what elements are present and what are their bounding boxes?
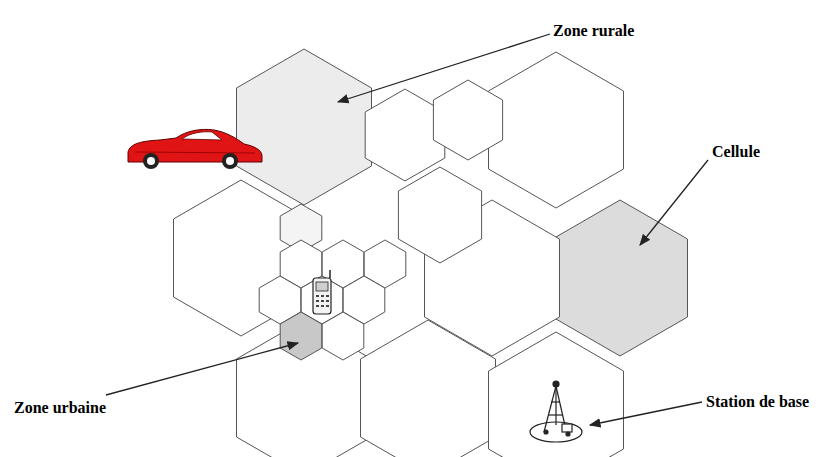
leader-arrow <box>106 343 298 395</box>
cell-hexagon <box>489 52 624 208</box>
cell-hexagon <box>398 167 481 263</box>
cell-hexagon <box>237 49 372 205</box>
base-station-icon <box>530 381 582 442</box>
zone-label: Station de base <box>706 393 809 411</box>
hexagon-cells <box>174 49 688 457</box>
leader-arrows <box>106 34 708 425</box>
cell-hexagon <box>322 312 364 360</box>
zone-label: Cellule <box>712 143 760 161</box>
cell-hexagon <box>489 332 624 457</box>
cell-hexagon <box>553 200 688 356</box>
cell-hexagon <box>280 312 322 360</box>
cell-hexagon <box>365 89 445 181</box>
zone-label: Zone rurale <box>553 22 634 40</box>
leader-arrow <box>590 402 702 425</box>
cell-hexagon <box>433 80 502 160</box>
leader-arrow <box>338 34 550 102</box>
phone-icon <box>313 270 331 314</box>
zone-label: Zone urbaine <box>14 399 106 417</box>
car-illustration <box>128 129 262 169</box>
leader-arrow <box>640 160 708 245</box>
cell-hexagon <box>361 320 496 457</box>
